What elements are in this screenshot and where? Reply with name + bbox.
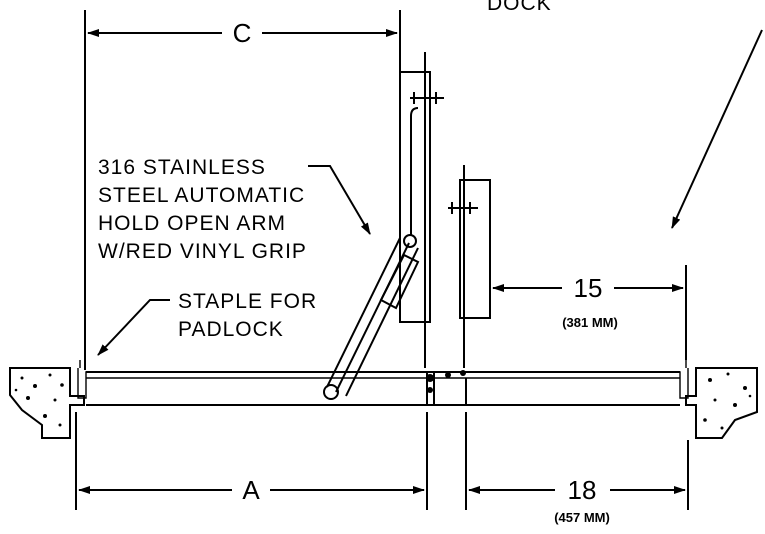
dock-leader: [671, 29, 763, 229]
door-handle: [410, 107, 419, 235]
dim-15-label: 15: [574, 273, 603, 303]
door-leaf-2: [459, 165, 491, 368]
concrete-right: [685, 367, 758, 439]
hold-open-arm-grip: [379, 253, 420, 310]
dim-18-mm-label: (457 MM): [554, 510, 610, 525]
dock-label: DOCK: [487, 0, 552, 15]
arm-label-3: HOLD OPEN ARM: [98, 212, 286, 235]
staple-label-1: STAPLE FOR: [178, 290, 317, 313]
frame-left: [77, 360, 95, 399]
hinge-bolts: [426, 370, 466, 393]
frame-right: [671, 360, 689, 399]
arm-label-4: W/RED VINYL GRIP: [98, 240, 307, 263]
staple-leader: [97, 299, 170, 356]
dim-a-label: A: [242, 475, 260, 505]
arm-label-1: 316 STAINLESS: [98, 156, 266, 179]
staple-label-2: PADLOCK: [178, 318, 284, 341]
concrete-speckle: [14, 372, 752, 430]
concrete-left: [9, 367, 85, 439]
bolt-icon-2: [448, 202, 478, 214]
dim-18-label: 18: [568, 475, 597, 505]
arm-leader: [308, 165, 371, 235]
dim-c-label: C: [233, 18, 252, 48]
arm-label-2: STEEL AUTOMATIC: [98, 184, 305, 207]
bolt-icon: [410, 92, 444, 104]
dim-15-mm-label: (381 MM): [562, 315, 618, 330]
hold-open-arm: [323, 234, 419, 400]
